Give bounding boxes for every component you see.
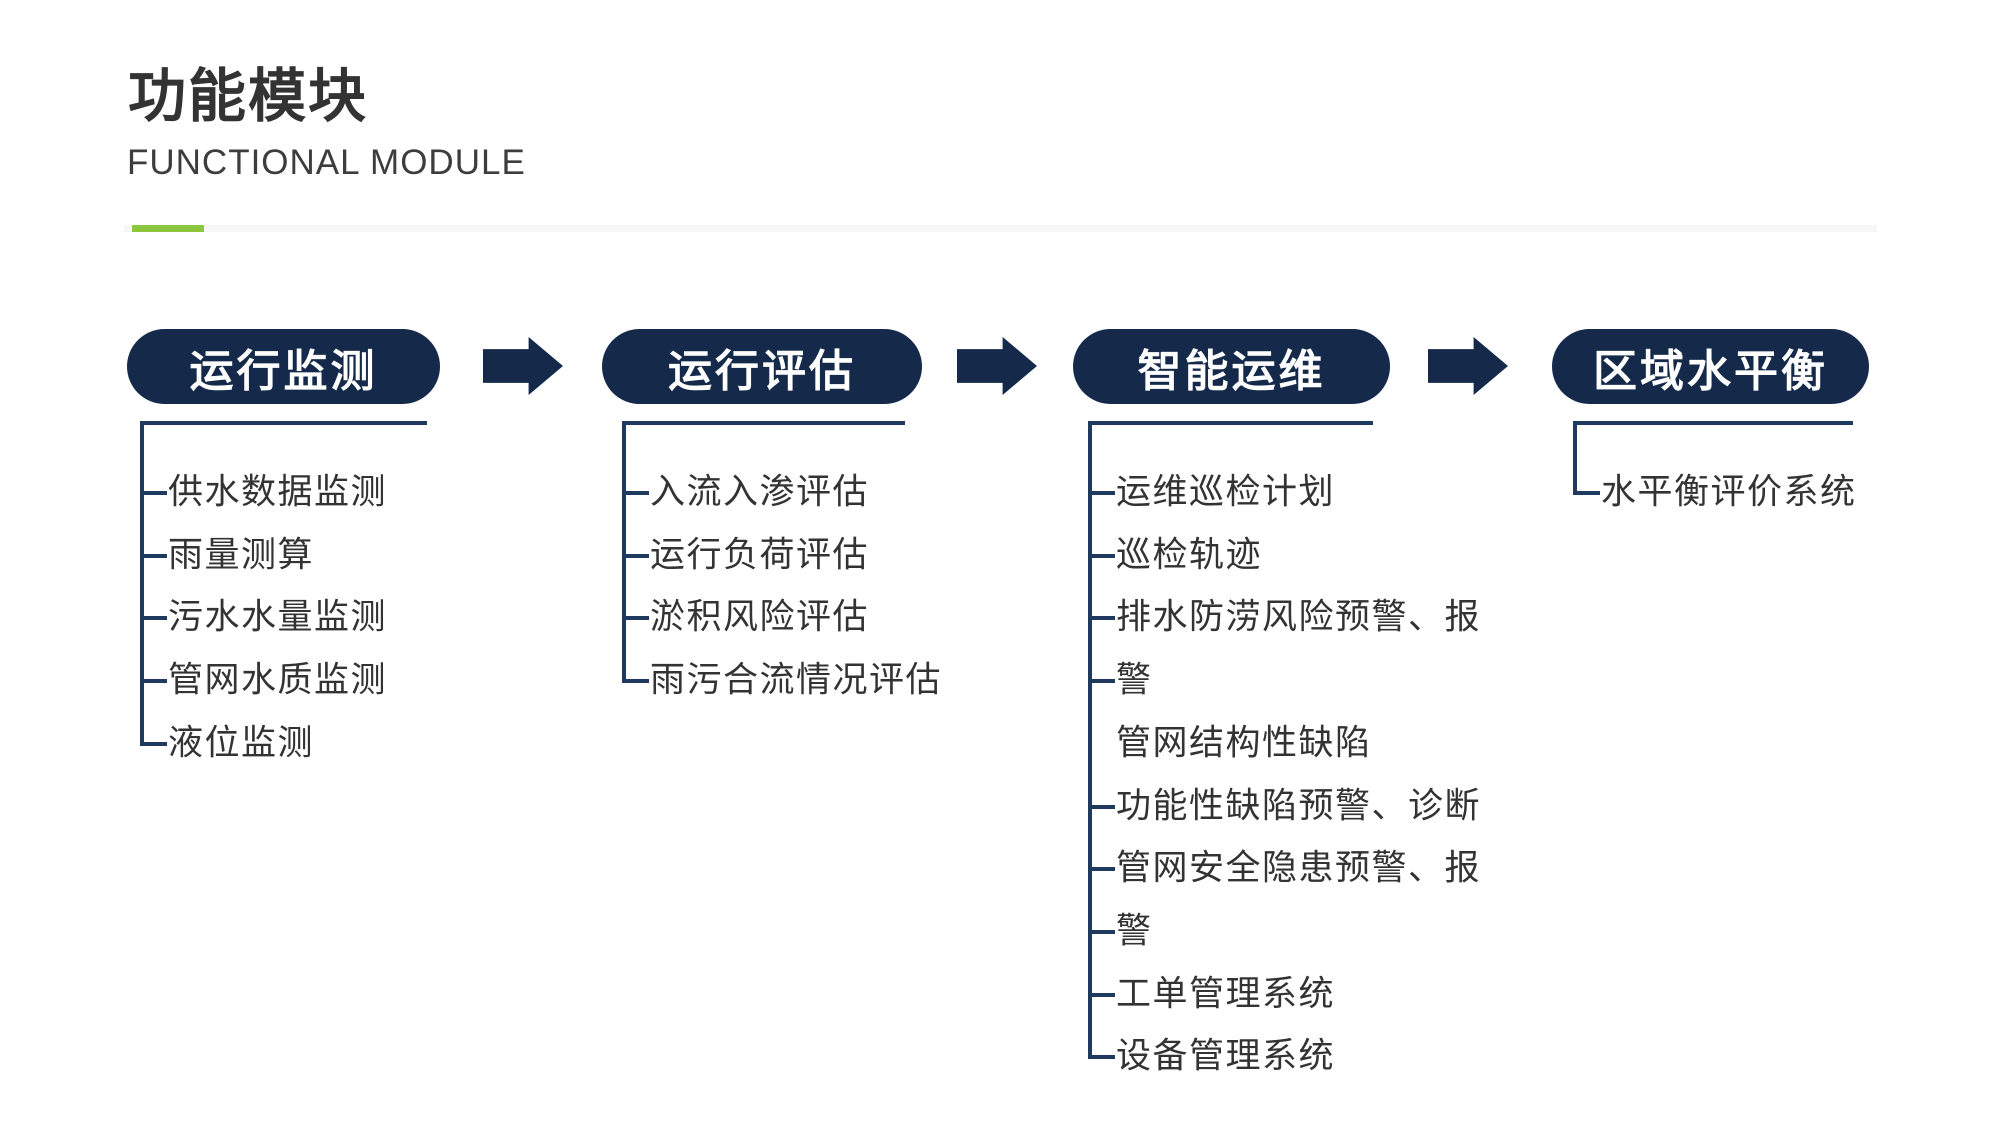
tree-item-label: 管网安全隐患预警、报	[1116, 848, 1482, 888]
tree-tick-line	[140, 742, 167, 746]
page-subtitle: FUNCTIONAL MODULE	[127, 143, 526, 182]
tree-item-label: 供水数据监测	[168, 472, 388, 512]
tree-tick-line	[140, 616, 167, 620]
tree-tick-line	[622, 616, 649, 620]
tree-top-line	[1573, 421, 1853, 425]
tree-tick-line	[622, 679, 649, 683]
tree-item-label: 雨污合流情况评估	[650, 660, 943, 700]
tree-trunk-line	[622, 421, 626, 683]
tree-tick-line	[140, 679, 167, 683]
tree-tick-line	[1088, 993, 1115, 997]
tree-item-label: 液位监测	[168, 723, 315, 763]
module-pill-label: 运行评估	[668, 346, 856, 396]
flow-arrow-icon	[1428, 337, 1508, 395]
tree-tick-line	[1088, 679, 1115, 683]
tree-item-label: 运行负荷评估	[650, 535, 870, 575]
tree-item-label: 入流入渗评估	[650, 472, 870, 512]
tree-tick-line	[1088, 930, 1115, 934]
module-pill-1: 运行监测	[127, 329, 440, 404]
tree-top-line	[622, 421, 905, 425]
module-pill-label: 智能运维	[1137, 346, 1326, 396]
tree-item-label: 淤积风险评估	[650, 597, 870, 637]
tree-tick-line	[1088, 491, 1115, 495]
tree-top-line	[140, 421, 427, 425]
tree-tick-line	[1088, 1055, 1115, 1059]
tree-tick-line	[140, 554, 167, 558]
module-pill-label: 运行监测	[189, 346, 378, 396]
tree-item-label: 巡检轨迹	[1116, 535, 1263, 575]
tree-tick-line	[622, 554, 649, 558]
tree-tick-line	[140, 491, 167, 495]
tree-tick-line	[1088, 554, 1115, 558]
tree-item-label: 管网水质监测	[168, 660, 388, 700]
tree-top-line	[1088, 421, 1373, 425]
tree-trunk-line	[140, 421, 144, 746]
tree-item-label: 管网结构性缺陷	[1116, 723, 1372, 763]
tree-tick-line	[1088, 805, 1115, 809]
tree-trunk-line	[1088, 421, 1092, 1059]
tree-tick-line	[1573, 491, 1600, 495]
module-pill-3: 智能运维	[1073, 329, 1390, 404]
tree-item-label: 工单管理系统	[1116, 974, 1336, 1014]
tree-item-label: 污水水量监测	[168, 597, 388, 637]
tree-tick-line	[622, 491, 649, 495]
tree-trunk-line	[1573, 421, 1577, 495]
tree-tick-line	[1088, 867, 1115, 871]
flow-arrow-icon	[957, 337, 1037, 395]
tree-item-label: 功能性缺陷预警、诊断	[1116, 786, 1482, 826]
page-title: 功能模块	[128, 64, 369, 129]
flow-arrow-icon	[483, 337, 563, 395]
module-pill-label: 区域水平衡	[1593, 346, 1828, 396]
module-pill-2: 运行评估	[602, 329, 922, 404]
tree-item-label: 警	[1116, 660, 1153, 700]
title-divider-line	[124, 225, 1877, 232]
tree-item-label: 运维巡检计划	[1116, 472, 1336, 512]
module-pill-4: 区域水平衡	[1552, 329, 1869, 404]
tree-item-label: 警	[1116, 911, 1153, 951]
tree-item-label: 水平衡评价系统	[1601, 472, 1857, 512]
tree-item-label: 雨量测算	[168, 535, 315, 575]
tree-item-label: 设备管理系统	[1116, 1036, 1336, 1076]
tree-tick-line	[1088, 616, 1115, 620]
tree-item-label: 排水防涝风险预警、报	[1116, 597, 1482, 637]
divider-accent-bar	[132, 225, 204, 232]
